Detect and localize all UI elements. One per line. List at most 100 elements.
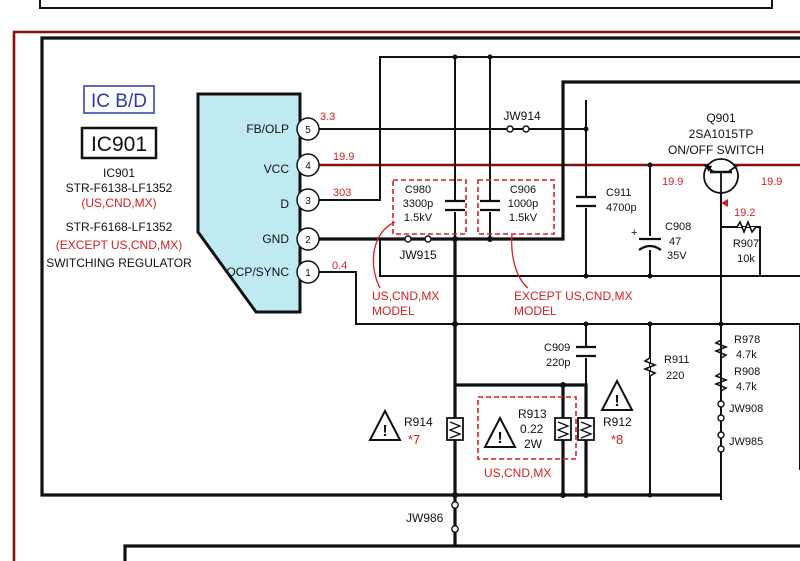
r912-note: *8: [611, 432, 623, 447]
ic901-body: [196, 92, 302, 314]
q901-voltage-base: 19.2: [734, 207, 755, 219]
wire-gnd-rail: [379, 239, 800, 277]
warning-icon: !: [368, 408, 402, 441]
pin-voltage-ocp: 0.4: [332, 260, 347, 272]
ic-ref-box: [80, 126, 158, 160]
except-model-note-1: EXCEPT US,CND,MX: [514, 289, 632, 303]
ic-part2-note: (EXCEPT US,CND,MX): [56, 238, 182, 252]
svg-text:4: 4: [305, 161, 311, 172]
us-model-note-2: MODEL: [372, 304, 415, 318]
board-label-box: [83, 85, 155, 114]
jw915-label: JW915: [399, 248, 437, 262]
r907-value: 10k: [737, 253, 755, 265]
warning-icon: !: [600, 378, 634, 411]
bottom-frame: [123, 544, 800, 561]
jw985-label: JW985: [729, 436, 763, 448]
c980-ref: C980: [405, 184, 431, 196]
c906-ref: C906: [510, 184, 536, 196]
r913-group-box: [477, 396, 577, 460]
r978-symbol: [713, 339, 729, 359]
pin-name-vcc: VCC: [264, 162, 290, 176]
wire-gnd: [319, 80, 800, 241]
jw986-label: JW986: [406, 511, 444, 525]
junction-fb: [583, 126, 589, 132]
c980-value: 3300p: [403, 198, 434, 210]
us-model-callout: [372, 221, 396, 289]
c908-value: 47: [669, 236, 681, 248]
c906-group-box: [477, 179, 555, 235]
top-frame-line: [39, 0, 773, 9]
board-frame: [40, 36, 800, 497]
outer-frame: [12, 30, 800, 561]
r911-symbol: [642, 357, 658, 377]
r913-group-note: US,CND,MX: [484, 466, 551, 480]
r911-ref: R911: [664, 354, 689, 366]
jw915: [404, 235, 432, 243]
q901-ref: Q901: [706, 111, 736, 125]
pin-name-d: D: [280, 197, 289, 211]
c980-rating: 1.5kV: [404, 212, 433, 224]
ic-ref: IC901: [91, 133, 147, 156]
r913-rating: 2W: [524, 437, 543, 451]
r908-value: 4.7k: [736, 381, 757, 393]
svg-text:1: 1: [305, 268, 311, 279]
pin-voltage-fb: 3.3: [320, 111, 335, 123]
warning-icon: !: [483, 415, 517, 448]
c908-ref: C908: [665, 221, 691, 233]
jw914: [506, 125, 530, 133]
c906-symbol: [480, 199, 500, 212]
r913-ref: R913: [518, 407, 547, 421]
except-model-callout: [511, 233, 529, 289]
r913-symbol: [554, 417, 572, 441]
jw908: [717, 400, 725, 422]
c909-ref: C909: [544, 342, 570, 354]
r978-value: 4.7k: [736, 349, 757, 361]
svg-text:3: 3: [305, 196, 311, 207]
q901-symbol: [703, 158, 739, 194]
us-model-note-1: US,CND,MX: [372, 289, 439, 303]
jw908-label: JW908: [729, 403, 763, 415]
pin-1: 1: [296, 260, 320, 284]
svg-text:+: +: [631, 227, 637, 239]
jw985: [717, 431, 725, 453]
c980-group-box: [392, 179, 467, 235]
pin-2: 2: [296, 227, 320, 251]
svg-text:5: 5: [305, 125, 311, 136]
r911-value: 220: [666, 370, 684, 382]
board-label: IC B/D: [91, 91, 147, 112]
ic-part1-note: (US,CND,MX): [81, 196, 156, 210]
svg-text:!: !: [614, 393, 619, 410]
pin-3: 3: [296, 188, 320, 212]
pin-5: 5: [296, 117, 320, 141]
pin-name-fb: FB/OLP: [246, 122, 289, 136]
ic-part2: STR-F6168-LF1352: [66, 220, 173, 234]
wire-ocp: [319, 271, 800, 325]
pin-voltage-d: 303: [333, 187, 351, 199]
c911-symbol: [576, 195, 596, 208]
svg-text:!: !: [382, 423, 387, 440]
r908-ref: R908: [734, 366, 760, 378]
c911-value: 4700p: [606, 202, 637, 214]
wire-r907: [721, 226, 761, 276]
q901-base-arrow: [721, 199, 728, 207]
ic-part1: STR-F6138-LF1352: [66, 181, 173, 195]
c911-ref: C911: [606, 187, 631, 199]
c980-symbol: [445, 199, 465, 212]
r914-ref: R914: [404, 415, 433, 429]
wire-d: [319, 56, 800, 201]
c908-rating: 35V: [667, 250, 687, 262]
junction-dots: [452, 54, 724, 498]
c909-symbol: [576, 345, 596, 358]
c908-symbol: +: [631, 227, 662, 251]
pin-name-ocp: OCP/SYNC: [226, 265, 289, 279]
q901-voltage-left: 19.9: [662, 176, 683, 188]
svg-text:!: !: [497, 430, 502, 447]
pin-name-gnd: GND: [262, 232, 289, 246]
r908-symbol: [713, 372, 729, 392]
r914-note: *7: [408, 432, 420, 447]
q901-function: ON/OFF SWITCH: [668, 143, 764, 157]
ic-function: SWITCHING REGULATOR: [46, 256, 192, 270]
r914-symbol: [446, 417, 464, 441]
pin-4: 4: [296, 153, 320, 177]
